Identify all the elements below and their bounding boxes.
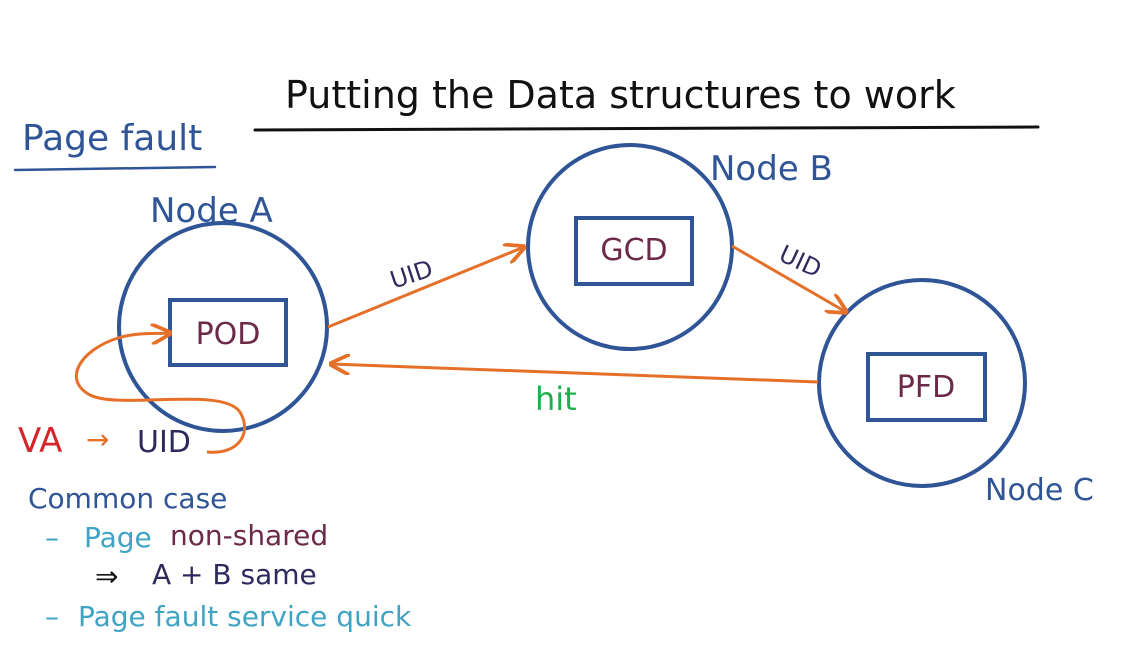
gcd-box — [574, 216, 694, 286]
bullet-dash-1: – — [45, 521, 59, 554]
non-shared-label: non-shared — [170, 519, 328, 552]
heading-underline — [13, 165, 217, 172]
edge-c-to-a — [331, 364, 819, 384]
node-c-label: Node C — [985, 473, 1094, 508]
pod-label: POD — [196, 317, 261, 352]
node-a-circle — [117, 221, 329, 433]
pfd-box — [866, 352, 987, 422]
page-fault-heading: Page fault — [22, 118, 202, 159]
uid-label: UID — [137, 425, 191, 460]
uid-loop-arrow — [74, 333, 246, 454]
node-c-circle — [817, 278, 1027, 488]
node-b-label: Node B — [710, 149, 833, 189]
implies-symbol: ⇒ — [95, 560, 118, 593]
va-label: VA — [18, 421, 62, 461]
edge-a-to-b-label: UID — [387, 255, 437, 295]
same-label: A + B same — [152, 558, 317, 591]
common-case-label: Common case — [28, 482, 227, 515]
va-arrow: → — [86, 423, 109, 456]
title-underline — [253, 125, 1040, 132]
edge-c-to-a-label: hit — [535, 380, 577, 418]
pfd-label: PFD — [897, 370, 955, 405]
edge-a-to-b — [327, 247, 524, 329]
page-label: Page — [84, 521, 152, 554]
service-quick-label: Page fault service quick — [78, 600, 412, 633]
bullet-dash-2: – — [45, 600, 59, 633]
diagram-title: Putting the Data structures to work — [285, 73, 956, 117]
edge-b-to-c — [731, 244, 846, 312]
gcd-label: GCD — [600, 233, 667, 268]
